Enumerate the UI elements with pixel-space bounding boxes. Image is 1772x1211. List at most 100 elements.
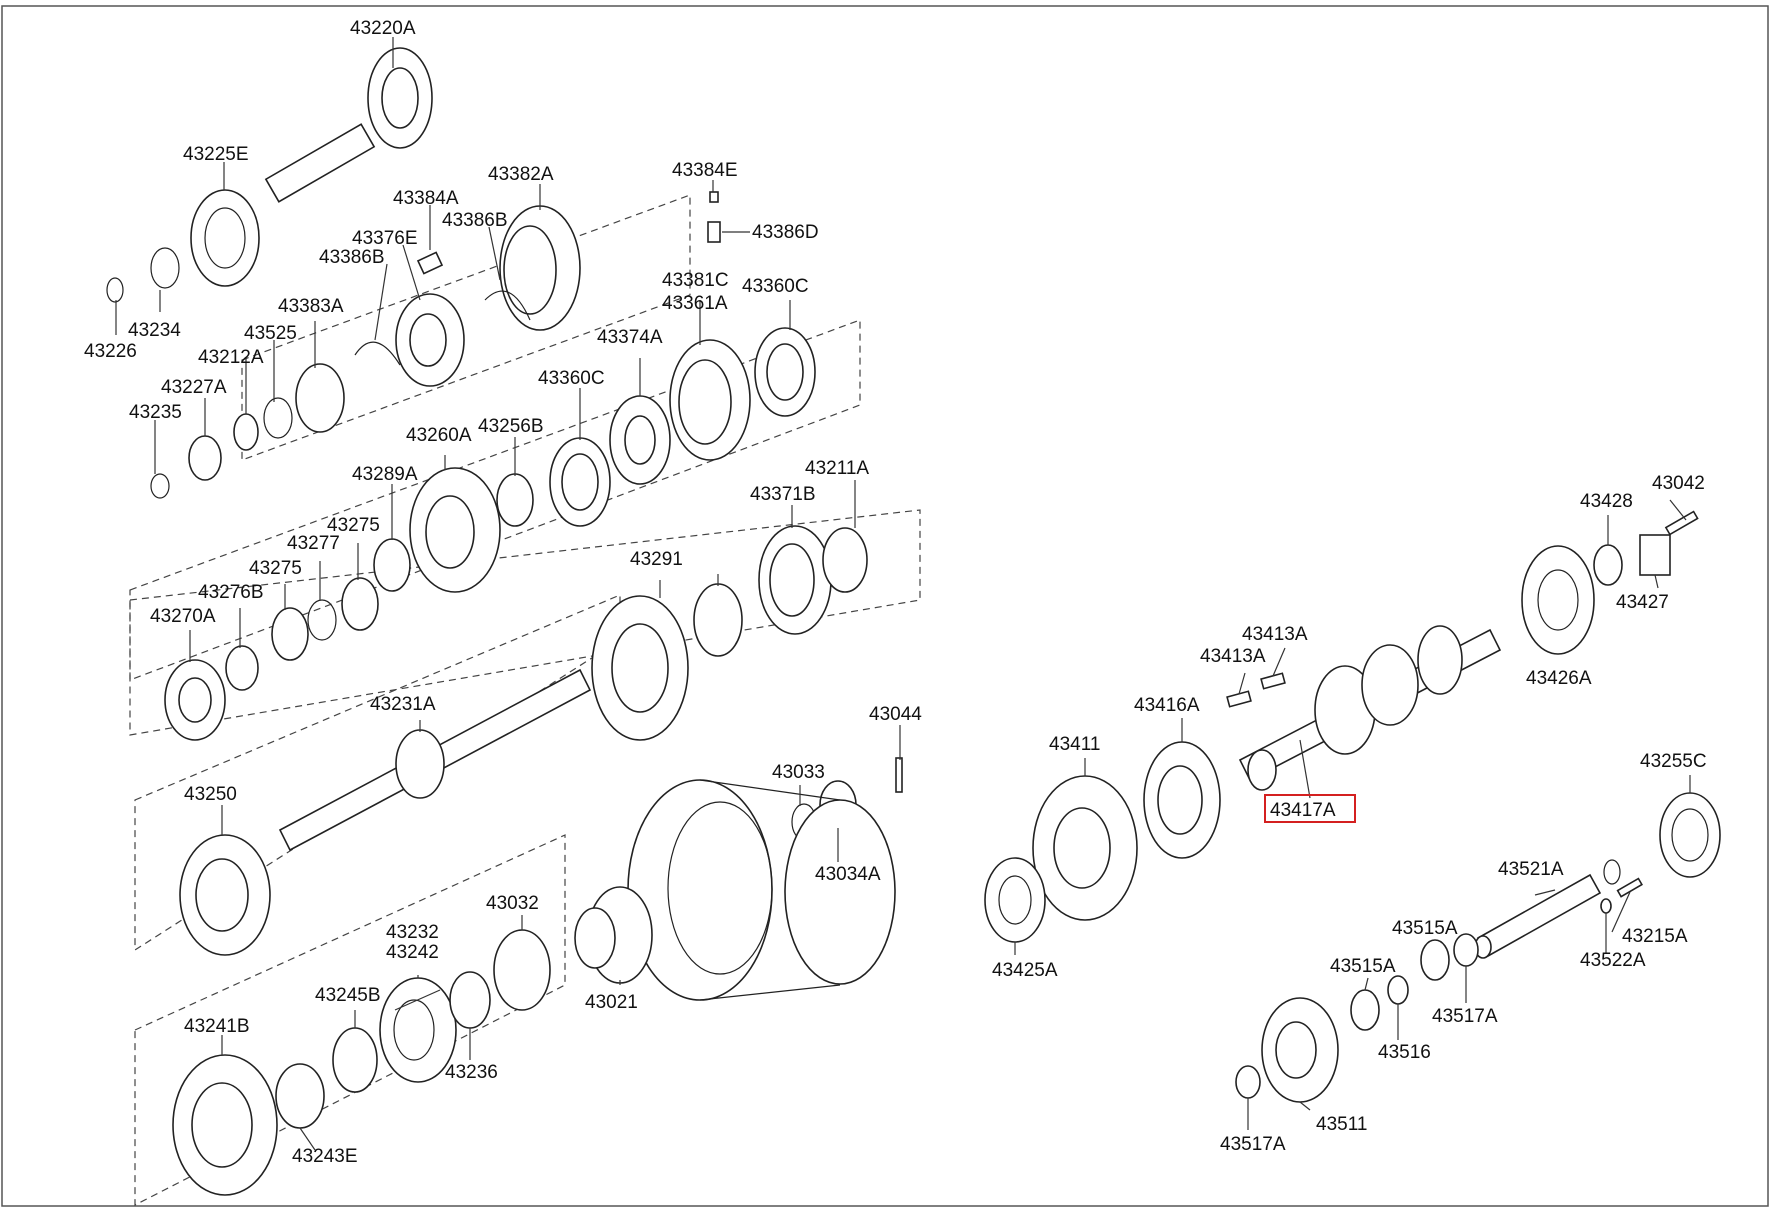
bushing-43243E-part — [275, 1063, 325, 1129]
label-43360C-a[interactable]: 43360C — [742, 276, 809, 297]
label-43241B[interactable]: 43241B — [184, 1016, 250, 1037]
gear-43241B-part — [172, 1054, 278, 1196]
label-43517A-b[interactable]: 43517A — [1220, 1134, 1286, 1155]
countershaft-43417A-part — [1238, 625, 1502, 791]
label-43413A-a[interactable]: 43413A — [1242, 624, 1308, 645]
gear-43416A-part — [1143, 741, 1221, 859]
label-43522A[interactable]: 43522A — [1580, 950, 1646, 971]
gear-43411-part — [1032, 775, 1138, 921]
group-box-synchro-lower — [129, 319, 861, 681]
label-43386D[interactable]: 43386D — [752, 222, 819, 243]
label-43220A[interactable]: 43220A — [350, 18, 416, 39]
label-43276B[interactable]: 43276B — [198, 582, 264, 603]
label-43511[interactable]: 43511 — [1316, 1114, 1367, 1135]
label-43427[interactable]: 43427 — [1616, 592, 1669, 613]
label-43225E[interactable]: 43225E — [183, 144, 249, 165]
label-43255C[interactable]: 43255C — [1640, 751, 1707, 772]
label-43275-a[interactable]: 43275 — [327, 515, 380, 536]
label-43413A-b[interactable]: 43413A — [1200, 646, 1266, 667]
label-43515A-a[interactable]: 43515A — [1330, 956, 1396, 977]
mainshaft-43231A-part — [278, 595, 689, 852]
snap-ring-43235-part — [150, 473, 170, 499]
label-43426A[interactable]: 43426A — [1526, 668, 1592, 689]
label-43374A[interactable]: 43374A — [597, 327, 663, 348]
label-43361A[interactable]: 43361A — [662, 293, 728, 314]
label-43044[interactable]: 43044 — [869, 704, 922, 725]
label-43236[interactable]: 43236 — [445, 1062, 498, 1083]
label-43525[interactable]: 43525 — [244, 323, 297, 344]
label-43270A[interactable]: 43270A — [150, 606, 216, 627]
label-43231A[interactable]: 43231A — [370, 694, 436, 715]
label-43034A[interactable]: 43034A — [815, 864, 881, 885]
needle-bearing-43275-b-part — [271, 607, 309, 661]
sleeve-43382A-part — [499, 205, 581, 331]
label-43260A[interactable]: 43260A — [406, 425, 472, 446]
label-43515A-b[interactable]: 43515A — [1392, 918, 1458, 939]
washer-43245B-part — [332, 1027, 378, 1093]
plate-43427-part — [1639, 534, 1671, 576]
label-43289A[interactable]: 43289A — [352, 464, 418, 485]
bolt-43215A-part — [1616, 877, 1643, 898]
bushing-43276B-part — [225, 645, 259, 691]
label-43227A[interactable]: 43227A — [161, 377, 227, 398]
sleeve-43361A-part — [669, 339, 751, 461]
label-43411[interactable]: 43411 — [1049, 734, 1100, 755]
label-43245B[interactable]: 43245B — [315, 985, 381, 1006]
label-43416A[interactable]: 43416A — [1134, 695, 1200, 716]
label-43021[interactable]: 43021 — [585, 992, 638, 1013]
label-43291[interactable]: 43291 — [630, 549, 683, 570]
o-ring-near-43521A-part — [1603, 859, 1621, 885]
label-43243E[interactable]: 43243E — [292, 1146, 358, 1167]
label-43226[interactable]: 43226 — [84, 341, 137, 362]
snap-ring-43234-part — [150, 247, 180, 289]
gear-43270A-part — [164, 659, 226, 741]
washer-43212A-part — [233, 413, 259, 451]
label-43425A[interactable]: 43425A — [992, 960, 1058, 981]
label-43376E[interactable]: 43376E — [352, 228, 418, 249]
label-43242[interactable]: 43242 — [386, 942, 439, 963]
label-43212A[interactable]: 43212A — [198, 347, 264, 368]
snap-ring-43226-part — [106, 277, 124, 303]
group-box-output — [134, 834, 566, 1206]
sleeve-43371B-part — [758, 525, 832, 635]
label-43384A[interactable]: 43384A — [393, 188, 459, 209]
label-43384E[interactable]: 43384E — [672, 160, 738, 181]
ring-43360C-a-part — [754, 327, 816, 417]
label-43381C[interactable]: 43381C — [662, 270, 729, 291]
ring-43236-part — [449, 971, 491, 1029]
label-43428[interactable]: 43428 — [1580, 491, 1633, 512]
label-43215A[interactable]: 43215A — [1622, 926, 1688, 947]
label-43256B[interactable]: 43256B — [478, 416, 544, 437]
flange-43021-part — [574, 886, 653, 984]
key-43384A-part — [416, 251, 444, 275]
label-43417A[interactable]: 43417A — [1270, 800, 1336, 821]
label-43383A[interactable]: 43383A — [278, 296, 344, 317]
ring-43289A-part — [373, 538, 411, 592]
group-box-mainshaft-gears — [129, 509, 921, 736]
label-43521A[interactable]: 43521A — [1498, 859, 1564, 880]
label-43382A[interactable]: 43382A — [488, 164, 554, 185]
gear-43250-part — [179, 834, 271, 956]
bolt-43042-part — [1664, 510, 1699, 536]
needle-bearing-43275-a-part — [341, 577, 379, 631]
label-43277[interactable]: 43277 — [287, 533, 340, 554]
label-43234[interactable]: 43234 — [128, 320, 181, 341]
label-43275-b[interactable]: 43275 — [249, 558, 302, 579]
label-43250[interactable]: 43250 — [184, 784, 237, 805]
label-43032[interactable]: 43032 — [486, 893, 539, 914]
label-43232[interactable]: 43232 — [386, 922, 439, 943]
label-43042[interactable]: 43042 — [1652, 473, 1705, 494]
input-shaft-part — [264, 47, 433, 203]
label-43386B-b[interactable]: 43386B — [319, 247, 385, 268]
bearing-43426A-part — [1521, 545, 1595, 655]
label-43516[interactable]: 43516 — [1378, 1042, 1431, 1063]
cover-43428-part — [1593, 544, 1623, 586]
label-43360C-b[interactable]: 43360C — [538, 368, 605, 389]
label-43235[interactable]: 43235 — [129, 402, 182, 423]
label-43371B[interactable]: 43371B — [750, 484, 816, 505]
label-43386B-a[interactable]: 43386B — [442, 210, 508, 231]
label-43033[interactable]: 43033 — [772, 762, 825, 783]
label-43211A[interactable]: 43211A — [805, 458, 869, 479]
label-43517A-a[interactable]: 43517A — [1432, 1006, 1498, 1027]
